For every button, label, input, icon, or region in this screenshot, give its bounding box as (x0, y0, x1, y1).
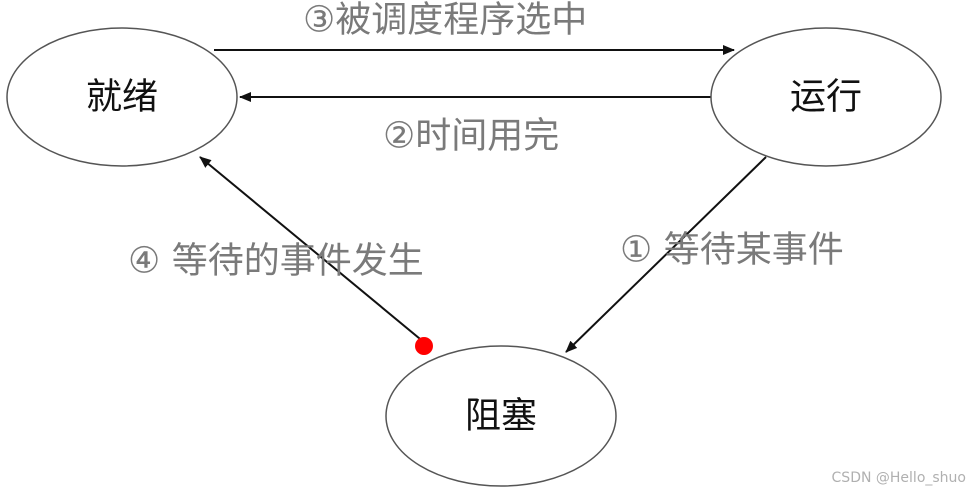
arrow-blocked-to-ready (199, 156, 432, 349)
node-blocked-label: 阻塞 (465, 396, 537, 437)
node-ready: 就绪 (6, 27, 238, 167)
edge-label-scheduled: ③被调度程序选中 (303, 0, 587, 41)
edge-label-time-slice-done: ②时间用完 (383, 116, 559, 157)
marker-dot (415, 337, 433, 355)
node-running: 运行 (710, 27, 942, 167)
node-running-label: 运行 (790, 77, 862, 118)
node-ready-label: 就绪 (86, 77, 158, 118)
arrow-running-to-blocked (565, 156, 767, 353)
node-blocked: 阻塞 (385, 345, 617, 487)
watermark: CSDN @Hello_shuo (831, 470, 966, 486)
edge-label-wait-event: ① 等待某事件 (620, 230, 844, 271)
edge-label-event-occurs: ④ 等待的事件发生 (128, 241, 424, 282)
